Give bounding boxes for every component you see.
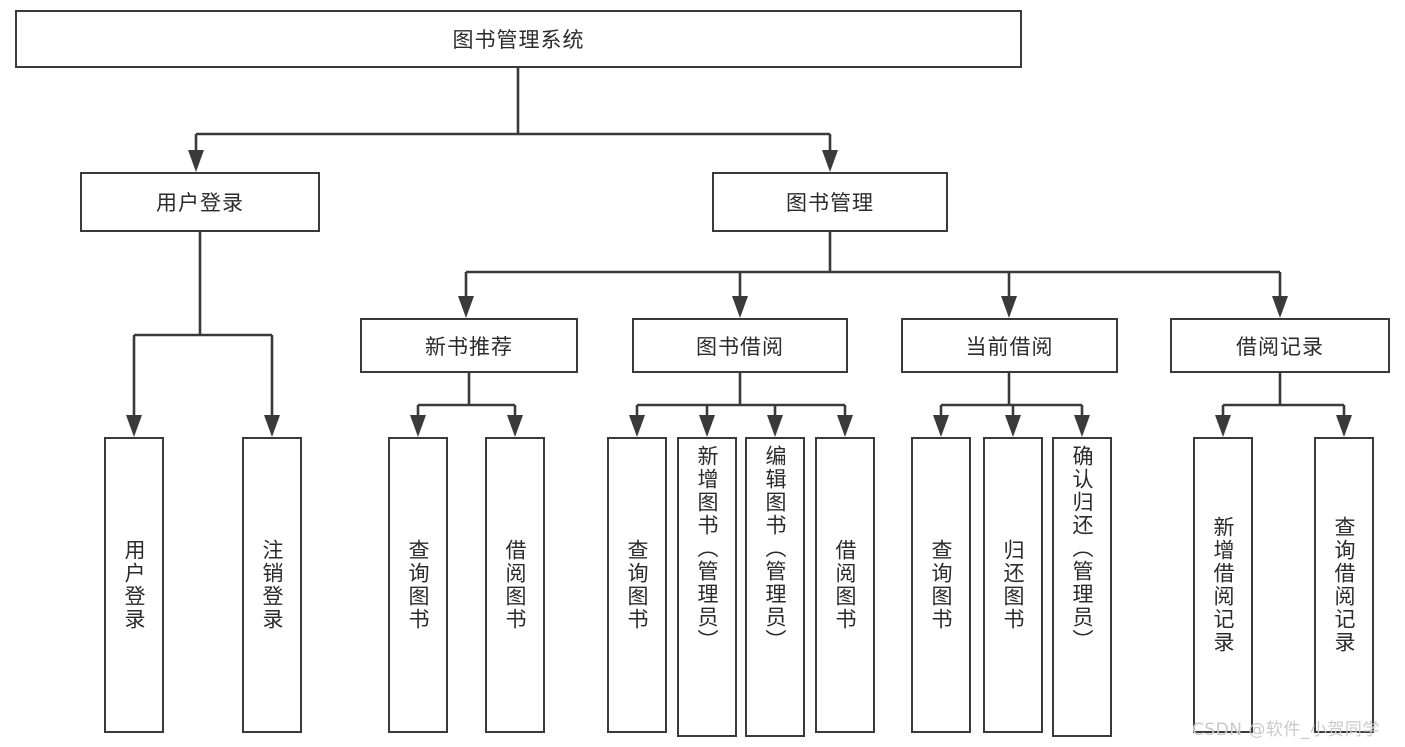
node-leaf-edit-book-admin[interactable]: 编辑图书（管理员） (745, 437, 805, 737)
node-leaf-query-book-2[interactable]: 查询图书 (607, 437, 667, 733)
node-leaf-query-book-3[interactable]: 查询图书 (911, 437, 971, 733)
node-book-management[interactable]: 图书管理 (712, 172, 948, 232)
node-borrowing-record[interactable]: 借阅记录 (1170, 318, 1390, 373)
node-root-book-management-system[interactable]: 图书管理系统 (15, 10, 1022, 68)
arrow-currentborrow (1001, 296, 1017, 318)
node-leaf-confirm-return-admin[interactable]: 确认归还（管理员） (1052, 437, 1112, 737)
arrow-leaf-return (1005, 415, 1021, 437)
arrow-newbook (458, 296, 474, 318)
arrow-book-manage (822, 150, 838, 172)
arrow-leaf-queryrecord (1336, 415, 1352, 437)
arrow-borrowrecord (1272, 296, 1288, 318)
arrow-leaf-addbook (699, 415, 715, 437)
node-leaf-query-borrow-record[interactable]: 查询借阅记录 (1314, 437, 1374, 733)
arrow-leaf-borrow1 (507, 415, 523, 437)
node-user-login[interactable]: 用户登录 (80, 172, 320, 232)
arrow-user-login (188, 150, 204, 172)
arrow-leaf-query1 (410, 415, 426, 437)
node-current-borrowing[interactable]: 当前借阅 (901, 318, 1118, 373)
arrow-leaf-query2 (629, 415, 645, 437)
node-new-book-recommendation[interactable]: 新书推荐 (360, 318, 578, 373)
node-leaf-return-book[interactable]: 归还图书 (983, 437, 1043, 733)
node-leaf-borrow-book-2[interactable]: 借阅图书 (815, 437, 875, 733)
arrow-leaf-borrow2 (837, 415, 853, 437)
arrow-leaf-confirm (1074, 415, 1090, 437)
node-leaf-add-book-admin[interactable]: 新增图书（管理员） (677, 437, 737, 737)
arrow-bookborrow (732, 296, 748, 318)
node-leaf-user-login[interactable]: 用户登录 (104, 437, 164, 733)
arrow-leaf-userlogin (126, 415, 142, 437)
node-leaf-logout[interactable]: 注销登录 (242, 437, 302, 733)
node-leaf-add-borrow-record[interactable]: 新增借阅记录 (1193, 437, 1253, 733)
arrow-leaf-editbook (767, 415, 783, 437)
node-leaf-borrow-book-1[interactable]: 借阅图书 (485, 437, 545, 733)
node-leaf-query-book-1[interactable]: 查询图书 (388, 437, 448, 733)
arrow-leaf-addrecord (1215, 415, 1231, 437)
node-book-borrowing[interactable]: 图书借阅 (632, 318, 848, 373)
arrow-leaf-query3 (933, 415, 949, 437)
arrow-leaf-logout (264, 415, 280, 437)
